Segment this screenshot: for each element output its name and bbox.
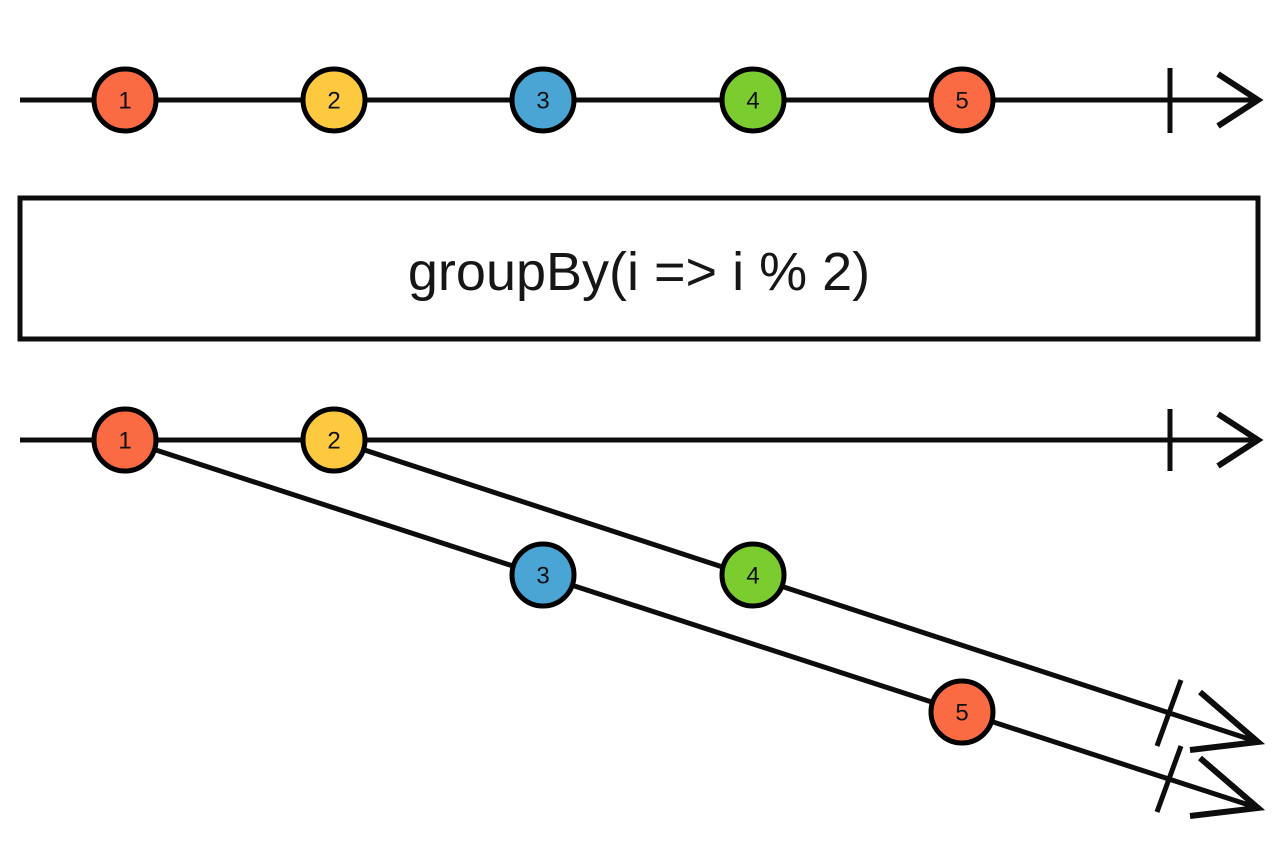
- marble-circle-shape: [928, 678, 996, 746]
- group-odd-timeline-arrowhead: [1189, 755, 1266, 819]
- operator-box[interactable]: groupBy(i => i % 2): [17, 195, 1261, 342]
- outer-result-stream-group: [20, 409, 1264, 471]
- marble-circle-shape: [91, 406, 159, 474]
- source-marble-5[interactable]: 5: [928, 66, 996, 134]
- marble-circle-shape: [300, 406, 368, 474]
- source-marble-1[interactable]: 1: [91, 66, 159, 134]
- group-odd-stream-group: 3 5: [124, 437, 1266, 819]
- group-even-timeline-arrowhead: [1189, 689, 1266, 753]
- marble-circle-shape: [719, 541, 787, 609]
- group-odd-marble-3[interactable]: 3: [509, 541, 577, 609]
- marble-circle-shape: [928, 66, 996, 134]
- group-even-marble-2[interactable]: 2: [300, 406, 368, 474]
- marble-circle-shape: [91, 66, 159, 134]
- group-even-complete-marker: [1154, 679, 1184, 747]
- source-marble-3[interactable]: 3: [509, 66, 577, 134]
- group-even-stream-group: 4: [333, 437, 1266, 753]
- source-marble-4[interactable]: 4: [719, 66, 787, 134]
- outer-result-timeline-arrowhead: [1216, 411, 1264, 469]
- operator-box-outline: [17, 195, 1261, 342]
- source-timeline-arrowhead: [1216, 71, 1264, 129]
- group-odd-marble-5[interactable]: 5: [928, 678, 996, 746]
- group-odd-complete-marker: [1154, 745, 1184, 813]
- marble-circle-shape: [509, 541, 577, 609]
- operator-label: groupBy(i => i % 2): [408, 242, 870, 302]
- group-even-timeline-axis: [333, 437, 1256, 744]
- source-stream-group: 1 2 3 4 5: [20, 66, 1264, 134]
- group-even-marble-4[interactable]: 4: [719, 541, 787, 609]
- group-odd-timeline-axis: [124, 437, 1256, 810]
- marble-circle-shape: [300, 66, 368, 134]
- source-marble-2[interactable]: 2: [300, 66, 368, 134]
- marble-circle-shape: [719, 66, 787, 134]
- group-odd-marble-1[interactable]: 1: [91, 406, 159, 474]
- marble-circle-shape: [509, 66, 577, 134]
